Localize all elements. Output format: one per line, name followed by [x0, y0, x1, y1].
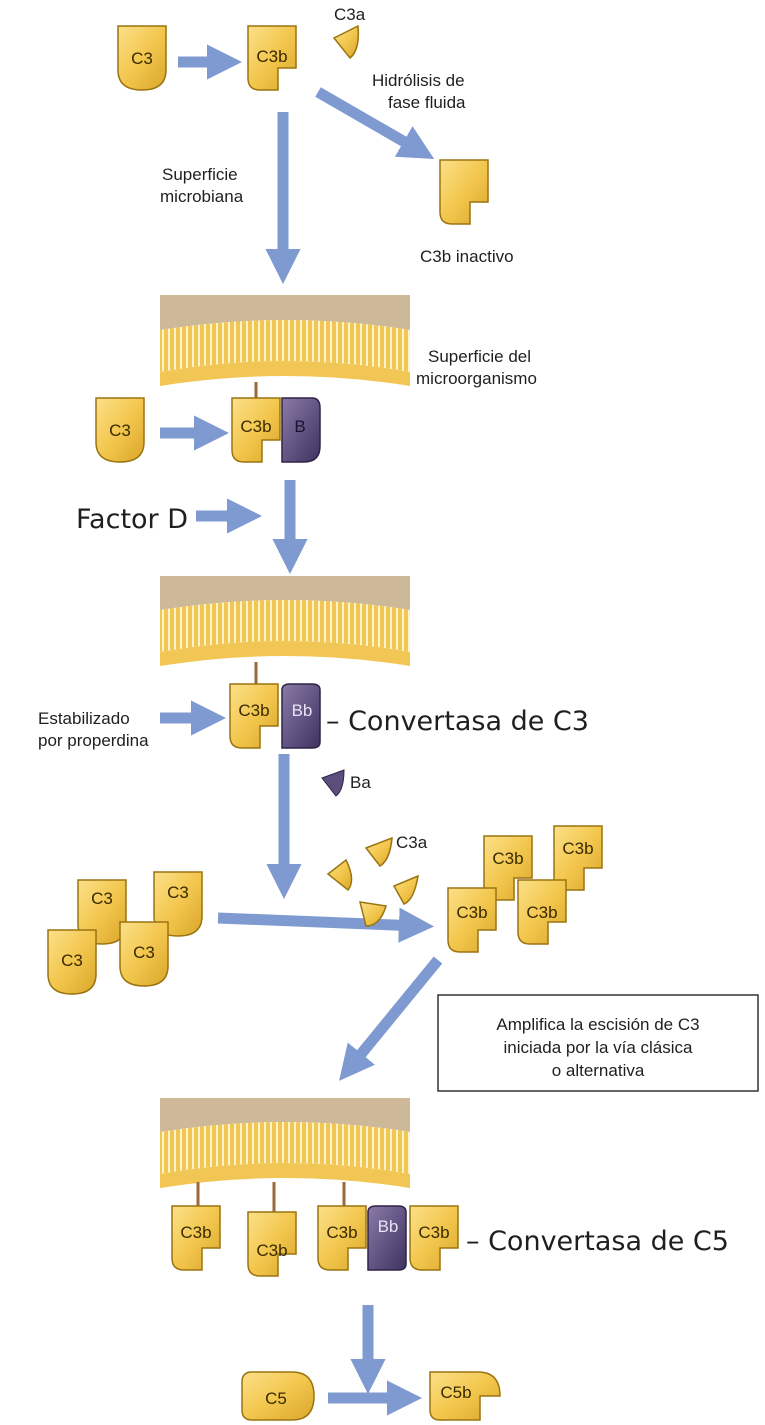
svg-text:C3b: C3b — [256, 1241, 287, 1260]
c5: C5 — [241, 1371, 315, 1421]
ba-fragment: Ba — [321, 769, 371, 797]
svg-text:iniciada por la vía clásica: iniciada por la vía clásica — [504, 1038, 694, 1057]
c3a-label-middle: C3a — [396, 833, 428, 852]
svg-text:C3b: C3b — [240, 417, 271, 436]
svg-text:C3b: C3b — [526, 903, 557, 922]
c3b-bound-3c: C3b — [317, 1205, 367, 1271]
svg-text:C3b: C3b — [418, 1223, 449, 1242]
c3b-bound-3d: C3b — [409, 1205, 459, 1271]
svg-text:C3: C3 — [109, 421, 131, 440]
svg-text:C5: C5 — [265, 1389, 287, 1408]
factor-b: B — [281, 397, 321, 463]
svg-text:Bb: Bb — [378, 1217, 399, 1236]
microbe-membrane-3 — [160, 1098, 410, 1188]
svg-text:C3b: C3b — [326, 1223, 357, 1242]
microbe-surface-label-2: microorganismo — [416, 369, 537, 388]
c3b-bound-2: C3b — [229, 683, 279, 749]
fluid-hydrolysis-label-2: fase fluida — [388, 93, 466, 112]
amplify-note-box: Amplifica la escisión de C3 iniciada por… — [437, 994, 759, 1092]
c3b-inactive — [439, 159, 489, 225]
svg-text:C3: C3 — [61, 951, 83, 970]
arrow-to-c5-convertase — [339, 956, 443, 1081]
svg-text:B: B — [294, 417, 305, 436]
svg-text:Amplifica la escisión de C3: Amplifica la escisión de C3 — [496, 1015, 699, 1034]
factor-d-label: Factor D — [76, 504, 188, 535]
c3-convertase-label: – Convertasa de C3 — [326, 706, 589, 737]
c3-group: C3 C3 C3 C3 — [47, 871, 203, 995]
bb-c3-convertase: Bb — [281, 683, 321, 749]
svg-text:C5b: C5b — [440, 1383, 471, 1402]
arrows — [160, 44, 443, 1416]
c3-surface: C3 — [95, 397, 145, 463]
c3b-bound-3b: C3b — [247, 1211, 297, 1277]
svg-text:C3b: C3b — [562, 839, 593, 858]
c5-convertase-label: – Convertasa de C5 — [466, 1226, 729, 1257]
svg-text:Ba: Ba — [350, 773, 371, 792]
c3a-fragments — [326, 836, 419, 927]
svg-text:Bb: Bb — [292, 701, 313, 720]
tethers-3 — [196, 1182, 346, 1212]
c3b-bound-1: C3b — [231, 397, 281, 463]
svg-text:C3b: C3b — [256, 47, 287, 66]
microbe-membrane-1 — [160, 295, 410, 386]
svg-text:C3b: C3b — [456, 903, 487, 922]
c3a-fragment-top: C3a — [332, 5, 366, 60]
microbe-surface-label-1: Superficie del — [428, 347, 531, 366]
svg-text:C3: C3 — [167, 883, 189, 902]
microbe-membrane-2 — [160, 576, 410, 666]
c3b-fluid: C3b — [247, 25, 297, 91]
c3b-inactive-label: C3b inactivo — [420, 247, 514, 266]
svg-text:C3: C3 — [133, 943, 155, 962]
c3-initial: C3 — [117, 25, 167, 91]
c5b: C5b — [429, 1371, 501, 1421]
c3b-bound-3a: C3b — [171, 1205, 221, 1271]
svg-text:C3: C3 — [131, 49, 153, 68]
svg-text:o alternativa: o alternativa — [552, 1061, 645, 1080]
svg-text:C3b: C3b — [238, 701, 269, 720]
svg-text:C3b: C3b — [180, 1223, 211, 1242]
fluid-hydrolysis-label-1: Hidrólisis de — [372, 71, 465, 90]
microbial-surface-label-2: microbiana — [160, 187, 244, 206]
bb-c5-convertase: Bb — [367, 1205, 407, 1271]
svg-text:C3b: C3b — [492, 849, 523, 868]
properdin-label-2: por properdina — [38, 731, 149, 750]
arrow-c3-to-c3b-group — [217, 907, 435, 943]
properdin-label-1: Estabilizado — [38, 709, 130, 728]
arrow-fluid-hydrolysis — [315, 87, 435, 160]
svg-text:C3: C3 — [91, 889, 113, 908]
svg-text:C3a: C3a — [334, 5, 366, 24]
microbial-surface-label-1: Superficie — [162, 165, 238, 184]
c3b-group: C3b C3b C3b C3b — [447, 825, 603, 953]
